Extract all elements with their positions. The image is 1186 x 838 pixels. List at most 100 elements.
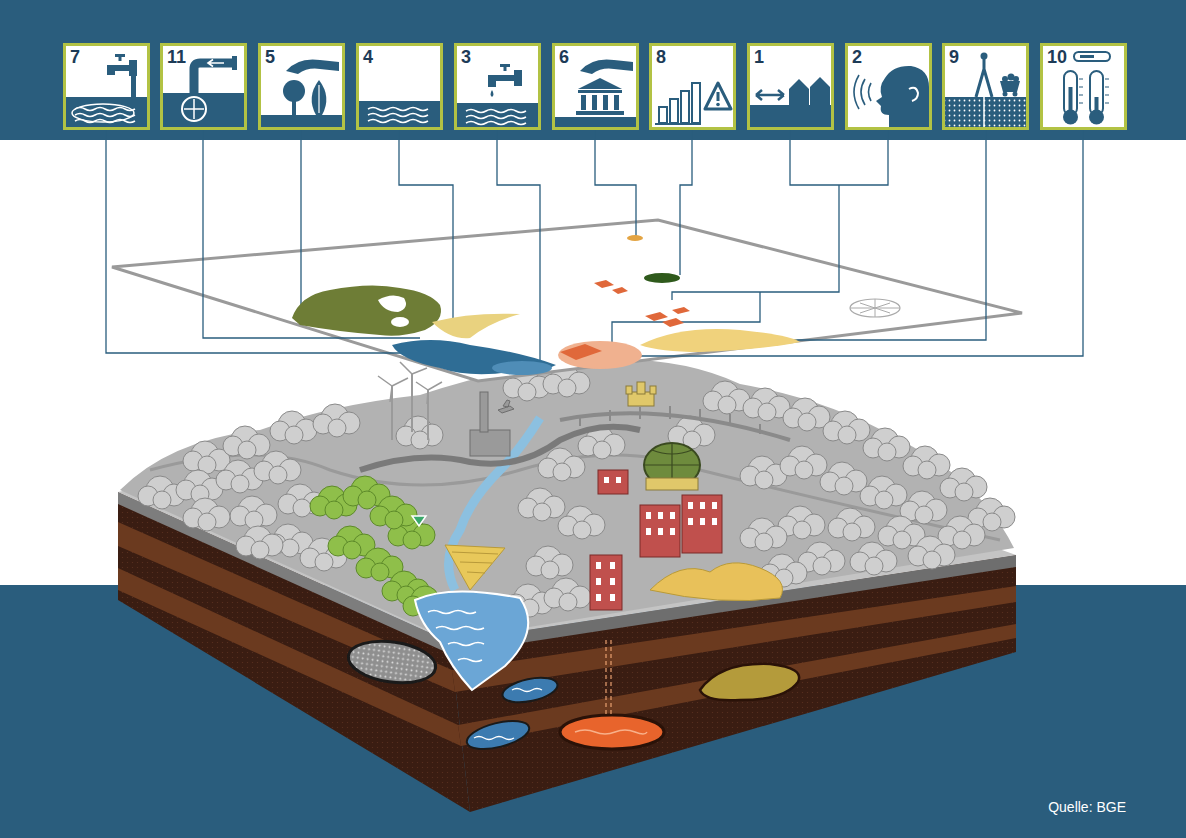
landscape-part-part xyxy=(650,386,656,394)
icon-temperature-part xyxy=(1095,97,1099,115)
icon-risk-chart-part xyxy=(716,103,720,107)
icon-box: 11 xyxy=(160,43,247,130)
icon-water-supply-part xyxy=(75,120,135,123)
icon-nature-protection-part xyxy=(318,85,319,113)
landscape-part-part xyxy=(658,528,663,535)
landscape-part-part xyxy=(700,518,705,525)
icon-settlement-distance-part xyxy=(750,46,831,127)
icon-water-supply-part xyxy=(75,108,135,111)
landscape-part-part xyxy=(183,498,230,531)
icon-mining-part xyxy=(976,57,992,97)
map-regions-part xyxy=(432,314,520,339)
icon-mining-part xyxy=(983,97,985,127)
landscape-part-part xyxy=(558,506,605,539)
icon-risk-chart-part xyxy=(705,83,731,109)
underground-bodies-part xyxy=(575,730,647,734)
callout-number: 6 xyxy=(559,47,569,67)
icon-mining-part xyxy=(945,97,1026,127)
map-regions-part xyxy=(391,317,409,327)
landscape-part-part xyxy=(610,578,615,585)
landscape-part-part xyxy=(682,495,722,553)
icon-cultural-heritage-part xyxy=(576,111,624,115)
ground-block-part xyxy=(118,492,470,812)
icon-risk-chart-part xyxy=(670,99,678,123)
icon-cultural-heritage-part xyxy=(578,78,622,89)
icon-noise-part xyxy=(854,75,871,109)
icon-nature-protection-part xyxy=(261,46,342,127)
map-regions-part xyxy=(594,280,614,288)
landscape-part-part xyxy=(700,502,705,509)
icon-mining-part xyxy=(1000,81,1020,92)
icon-mining-part xyxy=(945,97,1026,127)
underground-bodies-part xyxy=(560,715,664,749)
landscape-part xyxy=(428,611,484,662)
icon-temperature-part xyxy=(1043,46,1124,127)
landscape-part-part xyxy=(396,416,443,449)
landscape-part-part xyxy=(526,546,573,579)
landscape-part-part xyxy=(940,468,987,501)
icon-temperature xyxy=(1043,46,1124,127)
underground-bodies-part xyxy=(700,664,799,700)
icon-cultural-heritage-part xyxy=(578,90,622,93)
landscape-part-part xyxy=(783,398,830,431)
icon-water-supply-part xyxy=(66,46,147,127)
icon-box: 2 xyxy=(845,43,932,130)
landscape-part-part xyxy=(610,594,615,601)
icon-water-supply-part xyxy=(72,104,134,122)
icon-cultural-heritage-part xyxy=(592,95,597,110)
icon-temperature-part xyxy=(1074,52,1110,61)
underground-bodies-part xyxy=(464,716,532,755)
landscape-part xyxy=(412,516,426,526)
callout-number: 5 xyxy=(265,47,275,67)
icon-drinking-water-part xyxy=(491,90,494,97)
icon-settlement-distance-part xyxy=(756,90,784,100)
landscape-part-part xyxy=(860,476,907,509)
icon-water-supply-part xyxy=(131,76,136,97)
icon-drinking-water-part xyxy=(466,122,526,125)
icon-risk-chart-part xyxy=(652,46,733,127)
icon-risk-chart-part xyxy=(655,123,701,125)
callout-number: 3 xyxy=(461,47,471,67)
landscape-part xyxy=(378,362,442,440)
landscape-part-part xyxy=(740,518,787,551)
landscape-part xyxy=(470,392,514,456)
landscape-part-part xyxy=(596,594,601,601)
landscape-part-part xyxy=(688,518,693,525)
landscape-part-part xyxy=(646,512,651,519)
landscape-part-part xyxy=(598,470,628,494)
leader-lines-part xyxy=(106,130,470,353)
icon-nature-protection-part xyxy=(292,99,296,115)
underground-bodies-part xyxy=(500,673,559,706)
callout-number: 9 xyxy=(949,47,959,67)
map-regions xyxy=(292,235,900,375)
landscape-part-part xyxy=(670,512,675,519)
landscape-part-part xyxy=(658,512,663,519)
landscape-part xyxy=(580,406,760,434)
landscape-part-part xyxy=(254,451,301,484)
landscape-part-part xyxy=(863,428,910,461)
map-regions-part xyxy=(672,307,690,314)
callout-number: 11 xyxy=(167,47,186,67)
icon-temperature-part xyxy=(1079,79,1109,103)
landscape-part-part xyxy=(688,502,693,509)
ground-block-part xyxy=(118,568,461,746)
icon-water-supply xyxy=(66,46,147,127)
icon-nature-protection xyxy=(261,46,342,127)
icon-drinking-water xyxy=(457,46,538,127)
icon-surface-water-part xyxy=(359,101,440,127)
landscape-part-part xyxy=(646,528,651,535)
underground-bodies xyxy=(346,636,800,754)
icon-drinking-water-part xyxy=(504,66,507,71)
landscape-part-part xyxy=(828,508,875,541)
map-regions-part xyxy=(662,318,684,327)
underground-bodies-part xyxy=(606,640,611,715)
landscape-part-part xyxy=(604,477,609,483)
icon-box: 7 xyxy=(63,43,150,130)
callout-number: 10 xyxy=(1047,47,1067,67)
icon-mining xyxy=(945,46,1026,127)
callout-number: 8 xyxy=(656,47,666,67)
icon-drinking-water-part xyxy=(457,103,538,127)
icon-surface-water-part xyxy=(359,46,440,127)
